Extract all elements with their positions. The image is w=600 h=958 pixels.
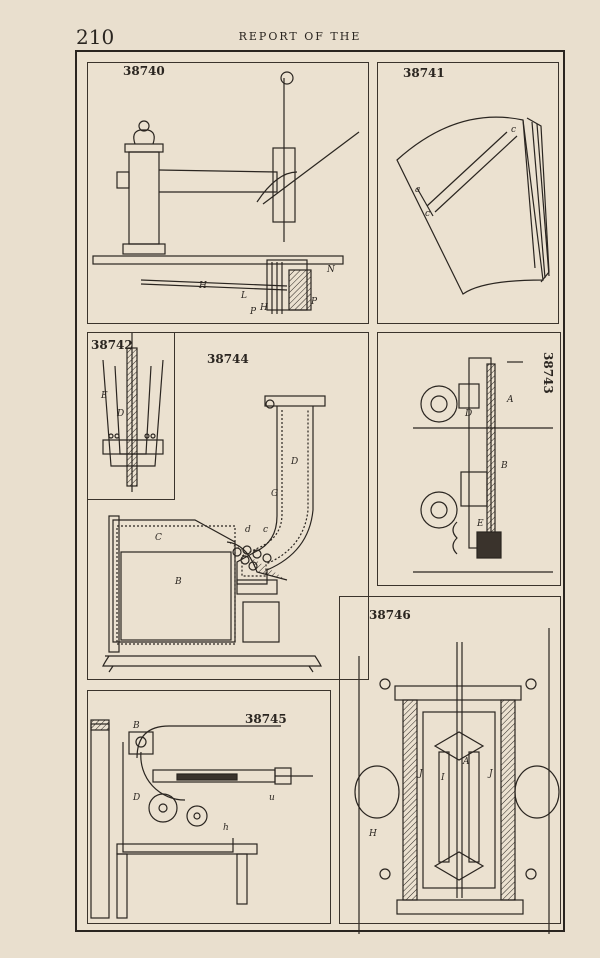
figure-38744-drawing: D G C d c B (102, 395, 326, 673)
svg-text:L: L (240, 291, 247, 301)
figure-38744-panel (87, 332, 369, 680)
figure-38742-drawing: E D (100, 332, 164, 492)
figure-38746-panel (339, 596, 561, 924)
svg-text:D: D (464, 409, 472, 419)
running-head: REPORT OF THE (238, 30, 362, 43)
svg-text:H: H (368, 829, 377, 839)
figure-38740-panel (87, 62, 369, 324)
svg-text:G: G (271, 489, 278, 499)
svg-text:E: E (100, 391, 108, 401)
figure-38741-number: 38741 (403, 66, 445, 80)
svg-text:I: I (440, 773, 445, 783)
svg-text:B: B (174, 577, 182, 587)
svg-text:u: u (269, 793, 275, 803)
figure-38744-number: 38744 (207, 352, 249, 366)
svg-text:N: N (326, 265, 336, 275)
page-number: 210 (76, 25, 115, 49)
svg-text:c: c (425, 209, 430, 219)
figure-38742-number: 38742 (91, 338, 133, 352)
svg-text:a: a (415, 185, 420, 195)
svg-text:B: B (500, 461, 508, 471)
svg-text:H: H (198, 281, 207, 291)
figure-38741-panel (377, 62, 559, 324)
svg-text:c: c (511, 125, 516, 135)
figure-38743-number: 38743 (541, 352, 555, 394)
figure-38741-drawing: a c c (396, 116, 550, 295)
svg-text:J: J (417, 769, 424, 779)
figure-38740-drawing: N H L P H P (92, 71, 360, 317)
svg-text:D: D (132, 793, 140, 803)
figure-38743-panel (377, 332, 561, 586)
svg-text:P: P (249, 307, 257, 317)
figure-38746-drawing: A J J I H (354, 628, 560, 934)
svg-text:H: H (259, 303, 268, 313)
figure-38745-number: 38745 (245, 712, 287, 726)
svg-text:d: d (245, 525, 251, 535)
plate-drawings: N H L P H P a c c (90, 71, 560, 934)
figure-38745-drawing: B D h u (90, 719, 313, 919)
figure-38746-number: 38746 (369, 608, 411, 622)
svg-text:E: E (476, 519, 484, 529)
svg-text:P: P (310, 297, 318, 307)
svg-text:c: c (263, 525, 268, 535)
svg-text:J: J (487, 769, 494, 779)
svg-text:A: A (462, 757, 470, 767)
figure-38745-panel (87, 690, 331, 924)
figure-38743-drawing: D A B E (413, 357, 553, 573)
figure-38740-number: 38740 (123, 64, 165, 78)
svg-text:B: B (132, 721, 140, 731)
svg-text:D: D (116, 409, 124, 419)
svg-text:C: C (155, 533, 162, 543)
svg-text:h: h (223, 823, 229, 833)
svg-text:D: D (290, 457, 298, 467)
svg-text:A: A (506, 395, 514, 405)
patent-plate: N H L P H P a c c (75, 50, 565, 934)
